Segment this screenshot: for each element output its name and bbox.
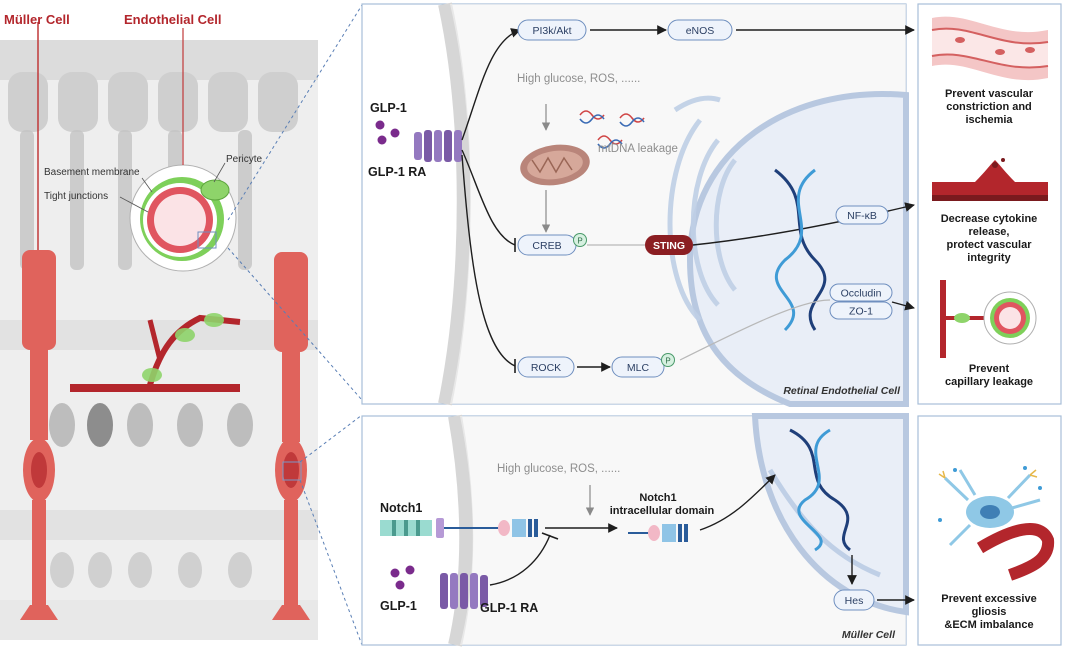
- nicd-label-line2: intracellular domain: [610, 505, 715, 517]
- vessel-constriction-icon: [931, 16, 1049, 81]
- occludin-node: Occludin: [829, 283, 893, 302]
- outcome-3-line1: Prevent: [969, 363, 1010, 375]
- endothelial-panel: GLP-1 GLP-1 RA PI3k/Akt eNOS High glucos…: [361, 2, 915, 407]
- mitochondrion: [520, 144, 590, 186]
- creb-node: CREB: [517, 234, 577, 256]
- endothelial-cell-caption: Retinal Endothelial Cell: [783, 385, 901, 397]
- glp1-label-top: GLP-1: [370, 101, 407, 115]
- outcome-2-line2: release,: [969, 226, 1010, 238]
- glp1-ligand-top: [375, 120, 400, 145]
- outcome-1-line3: ischemia: [965, 114, 1013, 126]
- outcome-2-line4: integrity: [967, 252, 1011, 264]
- svg-text:P: P: [665, 357, 670, 366]
- dna-helix-top: [774, 168, 827, 332]
- outcome-1-line2: constriction and: [946, 101, 1032, 113]
- svg-text:eNOS: eNOS: [686, 25, 715, 37]
- vessel-wall-icon: [932, 158, 1048, 201]
- retina-illustration: Müller Cell Endothelial Cell Basement me…: [0, 0, 363, 649]
- vessel-cross-section: [129, 164, 237, 272]
- svg-text:CREB: CREB: [532, 240, 561, 252]
- outcome-4-line3: &ECM imbalance: [944, 619, 1033, 631]
- glp1-receptor-bottom: [440, 573, 488, 609]
- svg-text:PI3k/Akt: PI3k/Akt: [532, 25, 571, 37]
- dna-helix-bottom: [789, 428, 852, 552]
- gliosis-icon: [938, 466, 1055, 581]
- svg-text:P: P: [577, 237, 582, 246]
- outcome-4-line2: gliosis: [972, 606, 1007, 618]
- capillary-icon: [940, 280, 1037, 358]
- basement-membrane-label: Basement membrane: [44, 167, 140, 178]
- svg-text:STING: STING: [653, 240, 685, 252]
- mtdna-label: mtDNA leakage: [598, 143, 678, 155]
- glp1ra-label-bottom: GLP-1 RA: [480, 601, 538, 615]
- outcome-4-line1: Prevent excessive: [941, 593, 1036, 605]
- muller-cell-label: Müller Cell: [4, 12, 70, 27]
- notch1-label: Notch1: [380, 501, 422, 515]
- pericyte-label: Pericyte: [226, 154, 263, 165]
- glp1-ligand-bottom: [390, 565, 415, 590]
- hes-node: Hes: [833, 589, 875, 611]
- glp1-receptor-top: [414, 130, 462, 162]
- nicd: [628, 524, 688, 542]
- creb-phospho: P: [573, 233, 587, 247]
- sting-node: STING: [645, 235, 693, 255]
- mtdna-fragments: [579, 110, 645, 149]
- retinal-vessel: [70, 313, 241, 392]
- endothelial-cell-label: Endothelial Cell: [124, 12, 222, 27]
- nicd-label-line1: Notch1: [639, 492, 676, 504]
- svg-text:NF-κB: NF-κB: [847, 210, 877, 222]
- svg-text:ROCK: ROCK: [531, 362, 561, 374]
- muller-cell-right: [272, 252, 310, 620]
- mlc-phospho: P: [661, 353, 675, 367]
- muller-panel: High glucose, ROS, ...... Notch1 Notch1 …: [361, 413, 915, 647]
- glp1-label-bottom: GLP-1: [380, 599, 417, 613]
- outcome-1-line1: Prevent vascular: [945, 88, 1034, 100]
- outcome-3-line2: capillary leakage: [945, 376, 1033, 388]
- enos-node: eNOS: [667, 19, 733, 41]
- stimulus-label-bottom: High glucose, ROS, ......: [497, 463, 620, 475]
- svg-text:Occludin: Occludin: [841, 288, 882, 300]
- nfkb-node: NF-κB: [835, 205, 889, 225]
- svg-text:ZO-1: ZO-1: [849, 306, 873, 318]
- muller-cell-left: [20, 22, 58, 620]
- tight-junctions-label: Tight junctions: [44, 191, 108, 202]
- zo1-node: ZO-1: [829, 301, 893, 320]
- pi3k-akt-node: PI3k/Akt: [517, 19, 587, 41]
- rock-node: ROCK: [517, 356, 575, 378]
- svg-text:MLC: MLC: [627, 362, 650, 374]
- svg-text:Hes: Hes: [845, 595, 864, 607]
- notch1-receptor: [380, 518, 538, 538]
- outcomes-column: Prevent vascular constriction and ischem…: [917, 3, 1062, 646]
- glp1ra-label-top: GLP-1 RA: [368, 165, 426, 179]
- muller-cell-caption: Müller Cell: [842, 629, 896, 641]
- outcome-2-line3: protect vascular: [947, 239, 1033, 251]
- outcome-2-line1: Decrease cytokine: [941, 213, 1038, 225]
- stimulus-label-top: High glucose, ROS, ......: [517, 73, 640, 85]
- mlc-node: MLC: [611, 356, 665, 378]
